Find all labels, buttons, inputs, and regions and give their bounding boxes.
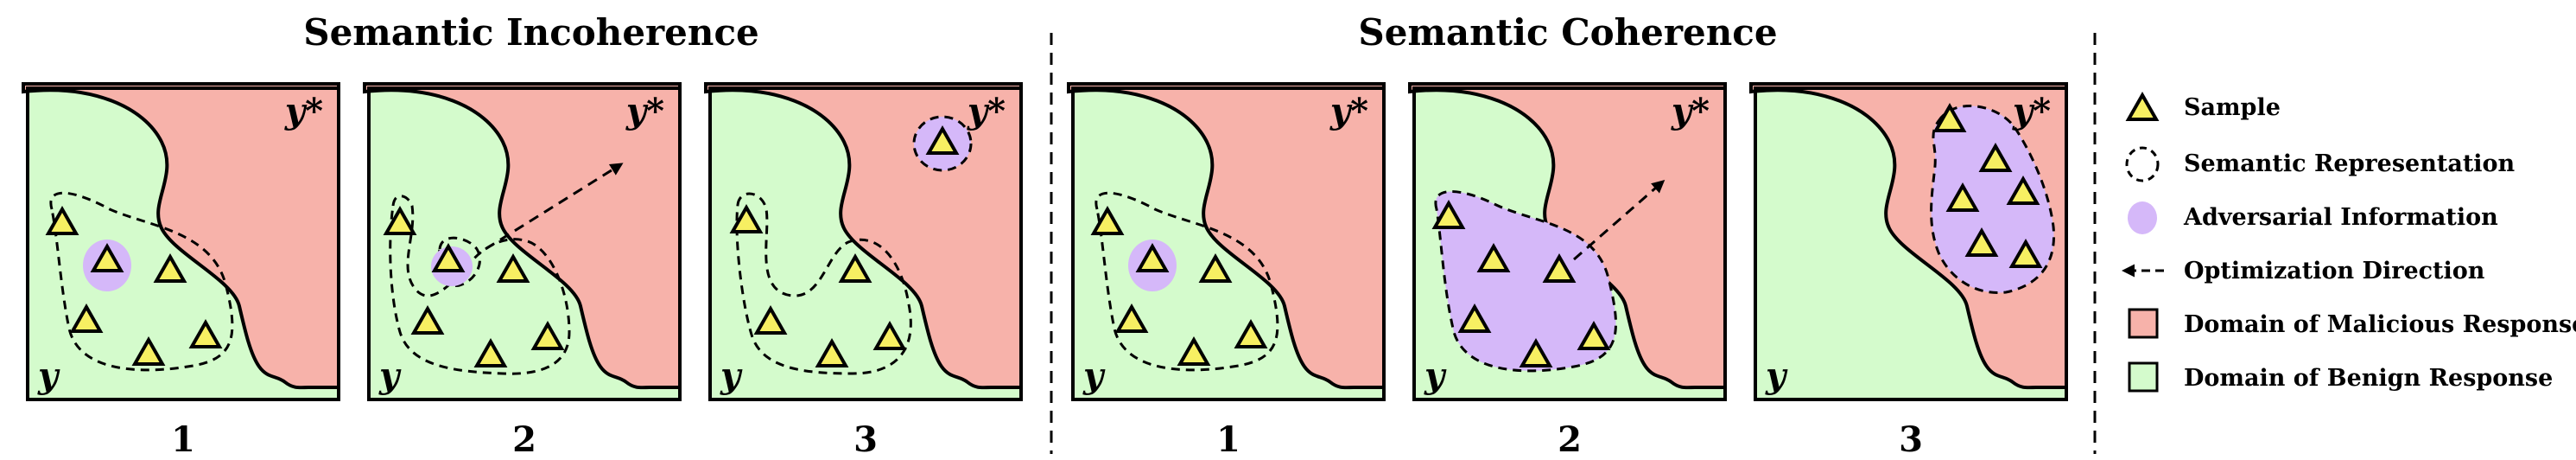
legend-item-malicious-domain: Domain of Malicious Response: [2128, 308, 2576, 339]
legend-item-sample: Sample: [2127, 93, 2281, 121]
optimization-arrow: [1573, 180, 1666, 261]
legend-item-semantic-representation: Semantic Representation: [2125, 146, 2516, 182]
heading-semantic-incoherence: Semantic Incoherence: [303, 11, 759, 54]
panel-coherence-3: y* y: [1749, 82, 2068, 401]
origin-label: y: [1765, 355, 1788, 396]
legend-label: Domain of Malicious Response: [2184, 311, 2576, 338]
origin-label: y: [1082, 355, 1106, 396]
legend-label: Sample: [2184, 94, 2281, 121]
semantic-representation: [389, 195, 571, 375]
panel-incoherence-2: y* y: [363, 82, 682, 401]
target-label: y*: [967, 91, 1006, 131]
heading-semantic-coherence: Semantic Coherence: [1358, 11, 1777, 54]
panel-number: 3: [853, 419, 878, 460]
origin-label: y: [378, 355, 402, 396]
red-square-icon: [2128, 308, 2159, 339]
target-label: y*: [625, 91, 664, 131]
target-label: y*: [284, 91, 323, 131]
optimization-arrow: [485, 163, 624, 251]
legend-item-benign-domain: Domain of Benign Response: [2128, 361, 2553, 393]
legend-label: Domain of Benign Response: [2184, 365, 2553, 392]
origin-label: y: [720, 355, 743, 396]
purple-blob-icon: [2128, 201, 2157, 234]
green-square-icon: [2128, 361, 2159, 393]
panel-number: 1: [171, 419, 195, 460]
legend-item-adversarial-information: Adversarial Information: [2128, 201, 2498, 234]
panel-number: 3: [1899, 419, 1923, 460]
panel-number: 2: [512, 419, 536, 460]
origin-label: y: [37, 355, 60, 396]
dashed-circle-icon: [2125, 146, 2160, 182]
panel-number: 2: [1558, 419, 1582, 460]
legend-label: Semantic Representation: [2184, 150, 2516, 177]
semantic-representation: [437, 236, 481, 287]
panel-incoherence-1: y* y: [22, 82, 340, 401]
legend: Sample Semantic Representation Adversari…: [2122, 93, 2576, 393]
target-label: y*: [1671, 91, 1710, 131]
target-label: y*: [1329, 91, 1368, 131]
panel-number: 1: [1216, 419, 1240, 460]
legend-label: Optimization Direction: [2184, 258, 2485, 284]
triangle-sample-icon: [2127, 93, 2158, 121]
semantic-representation: [49, 191, 234, 372]
legend-label: Adversarial Information: [2183, 204, 2498, 231]
target-label: y*: [2012, 91, 2051, 131]
panel-coherence-2: y* y: [1408, 82, 1727, 401]
semantic-representation: [735, 192, 912, 375]
semantic-representation: [1094, 191, 1279, 372]
panel-coherence-1: y* y: [1067, 82, 1386, 401]
origin-label: y: [1424, 355, 1447, 396]
panel-incoherence-3: y* y: [704, 82, 1023, 401]
legend-item-optimization-direction: Optimization Direction: [2122, 258, 2485, 284]
